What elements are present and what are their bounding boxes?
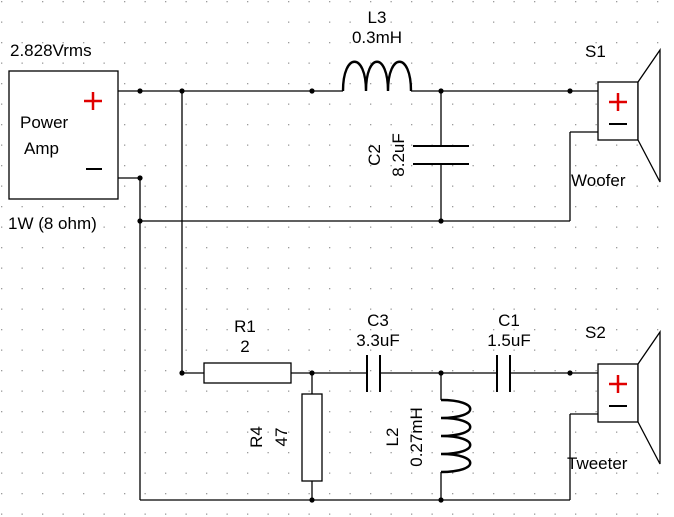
S2-tweeter-label: Tweeter [567,454,628,473]
C1-ref-label: C1 [498,311,520,330]
junction-node [309,88,315,94]
power-amp-box [8,70,119,200]
junction-node [438,88,444,94]
S2-cone [637,329,661,465]
junction-node [179,370,185,376]
R1-ref-label: R1 [234,317,256,336]
junction-node [309,370,315,376]
junction-node [438,218,444,224]
source-voltage-label: 2.828Vrms [10,41,92,60]
C2-value-label: 8.2uF [389,133,408,176]
C2-ref-label: C2 [365,144,384,166]
junction-node [179,88,185,94]
junction-node [137,175,143,181]
source-power-rating-label: 1W (8 ohm) [8,214,97,233]
C3-ref-label: C3 [367,311,389,330]
source-name-line1: Power [20,113,69,132]
speaker-S1-woofer[interactable]: S1 Woofer [571,42,661,190]
junction-node [309,497,315,503]
junction-node [137,218,143,224]
L3-ref-label: L3 [368,8,387,27]
L2-ref-label: L2 [383,428,402,447]
S2-ref-label: S2 [585,323,606,342]
C3-value-label: 3.3uF [356,331,399,350]
speaker-S2-tweeter[interactable]: S2 Tweeter [567,323,661,473]
junction-node [567,370,573,376]
S1-ref-label: S1 [585,42,606,61]
power-amp-source: Power Amp 2.828Vrms 1W (8 ohm) [8,41,119,233]
S1-cone [637,47,661,183]
capacitor-C3[interactable]: C3 3.3uF [356,311,400,392]
junction-node [438,370,444,376]
source-name-line2: Amp [24,139,59,158]
L2-value-label: 0.27mH [407,407,426,467]
inductor-L2[interactable]: L2 0.27mH [383,398,472,474]
R1-value-label: 2 [240,337,249,356]
capacitor-C1[interactable]: C1 1.5uF [487,311,531,392]
wires [118,90,598,501]
junction-node [137,88,143,94]
junction-node [567,88,573,94]
S1-woofer-label: Woofer [571,171,626,190]
C1-value-label: 1.5uF [487,331,530,350]
junction-nodes [137,88,573,503]
L3-value-label: 0.3mH [352,28,402,47]
junction-node [438,497,444,503]
R4-ref-label: R4 [247,426,266,448]
capacitor-C2[interactable]: C2 8.2uF [365,133,469,177]
resistor-R4[interactable]: R4 47 [247,393,323,482]
resistor-R1[interactable]: R1 2 [203,317,292,384]
inductor-L3[interactable]: L3 0.3mH [341,8,413,92]
R4-value-label: 47 [272,428,291,447]
